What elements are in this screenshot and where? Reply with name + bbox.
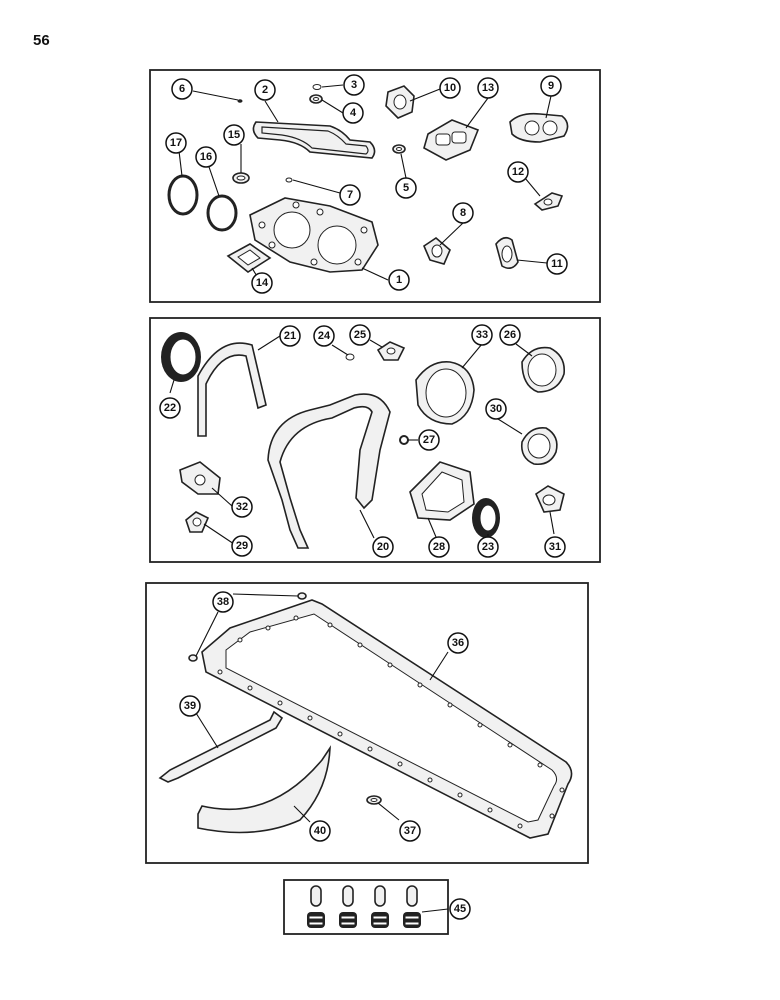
timing-cover-gasket-20 xyxy=(267,393,391,549)
svg-text:14: 14 xyxy=(256,277,269,289)
valve-seal-set-45 xyxy=(307,885,421,928)
svg-text:8: 8 xyxy=(460,207,466,219)
callout-29: 29 xyxy=(231,535,253,557)
callout-36: 36 xyxy=(447,632,469,654)
svg-text:1: 1 xyxy=(396,274,402,286)
callout-24: 24 xyxy=(313,325,335,347)
svg-text:33: 33 xyxy=(476,329,488,341)
callout-37: 37 xyxy=(399,820,421,842)
svg-text:39: 39 xyxy=(184,700,196,712)
oring-7 xyxy=(285,177,293,183)
callout-22: 22 xyxy=(159,397,181,419)
callout-6: 6 xyxy=(171,78,193,100)
twin-port-gasket-13 xyxy=(423,119,480,161)
callout-20: 20 xyxy=(372,536,394,558)
valve-cover-gasket-2 xyxy=(252,121,376,159)
svg-text:45: 45 xyxy=(454,903,466,915)
callout-11: 11 xyxy=(546,253,568,275)
callout-7: 7 xyxy=(339,184,361,206)
callout-25: 25 xyxy=(349,324,371,346)
callout-8: 8 xyxy=(452,202,474,224)
callout-45: 45 xyxy=(449,898,471,920)
svg-text:11: 11 xyxy=(551,258,563,270)
callout-38: 38 xyxy=(212,591,234,613)
callout-12: 12 xyxy=(507,161,529,183)
svg-text:28: 28 xyxy=(433,541,445,553)
plug-3 xyxy=(312,84,322,90)
callout-9: 9 xyxy=(540,75,562,97)
svg-text:31: 31 xyxy=(549,541,561,553)
callout-14: 14 xyxy=(251,272,273,294)
sleeve-seal-16 xyxy=(206,194,238,232)
svg-text:12: 12 xyxy=(512,166,524,178)
seal-38b xyxy=(188,654,198,662)
callout-32: 32 xyxy=(231,496,253,518)
callout-39: 39 xyxy=(179,695,201,717)
svg-text:22: 22 xyxy=(164,402,176,414)
svg-text:21: 21 xyxy=(284,330,296,342)
callout-3: 3 xyxy=(343,74,365,96)
svg-text:24: 24 xyxy=(318,330,331,342)
callout-33: 33 xyxy=(471,324,493,346)
curved-gasket-40 xyxy=(197,745,331,834)
svg-text:13: 13 xyxy=(482,82,494,94)
svg-text:29: 29 xyxy=(236,540,248,552)
svg-text:5: 5 xyxy=(403,182,409,194)
callout-15: 15 xyxy=(223,124,245,146)
svg-text:16: 16 xyxy=(200,151,212,163)
svg-text:15: 15 xyxy=(228,129,240,141)
callout-13: 13 xyxy=(477,77,499,99)
callout-10: 10 xyxy=(439,77,461,99)
page-number: 56 xyxy=(33,32,50,49)
svg-text:37: 37 xyxy=(404,825,416,837)
oring-6 xyxy=(237,99,243,103)
svg-text:20: 20 xyxy=(377,541,389,553)
svg-text:32: 32 xyxy=(236,501,248,513)
svg-text:38: 38 xyxy=(217,596,229,608)
callout-28: 28 xyxy=(428,536,450,558)
callout-31: 31 xyxy=(544,536,566,558)
callout-30: 30 xyxy=(485,398,507,420)
svg-text:10: 10 xyxy=(444,82,456,94)
svg-text:25: 25 xyxy=(354,329,366,341)
svg-text:6: 6 xyxy=(179,83,185,95)
callout-40: 40 xyxy=(309,820,331,842)
seal-38a xyxy=(297,592,307,600)
callout-27: 27 xyxy=(418,429,440,451)
end-gasket-39 xyxy=(158,710,284,783)
svg-text:3: 3 xyxy=(351,79,357,91)
svg-text:17: 17 xyxy=(170,137,182,149)
svg-text:40: 40 xyxy=(314,825,326,837)
callout-4: 4 xyxy=(342,102,364,124)
svg-text:2: 2 xyxy=(262,84,268,96)
callout-2: 2 xyxy=(254,79,276,101)
callout-5: 5 xyxy=(395,177,417,199)
callout-26: 26 xyxy=(499,324,521,346)
svg-text:23: 23 xyxy=(482,541,494,553)
svg-text:7: 7 xyxy=(347,189,353,201)
svg-text:36: 36 xyxy=(452,637,464,649)
seal-24 xyxy=(345,353,355,361)
panel-top-gaskets xyxy=(149,69,601,303)
svg-text:26: 26 xyxy=(504,329,516,341)
callout-17: 17 xyxy=(165,132,187,154)
rear-gasket-21 xyxy=(197,342,267,437)
svg-text:4: 4 xyxy=(350,107,357,119)
leader-lines xyxy=(169,84,555,913)
sleeve-seal-17 xyxy=(167,174,199,216)
svg-text:30: 30 xyxy=(490,403,502,415)
svg-text:27: 27 xyxy=(423,434,435,446)
callout-16: 16 xyxy=(195,146,217,168)
callout-21: 21 xyxy=(279,325,301,347)
callout-23: 23 xyxy=(477,536,499,558)
svg-text:9: 9 xyxy=(548,80,554,92)
callout-1: 1 xyxy=(388,269,410,291)
